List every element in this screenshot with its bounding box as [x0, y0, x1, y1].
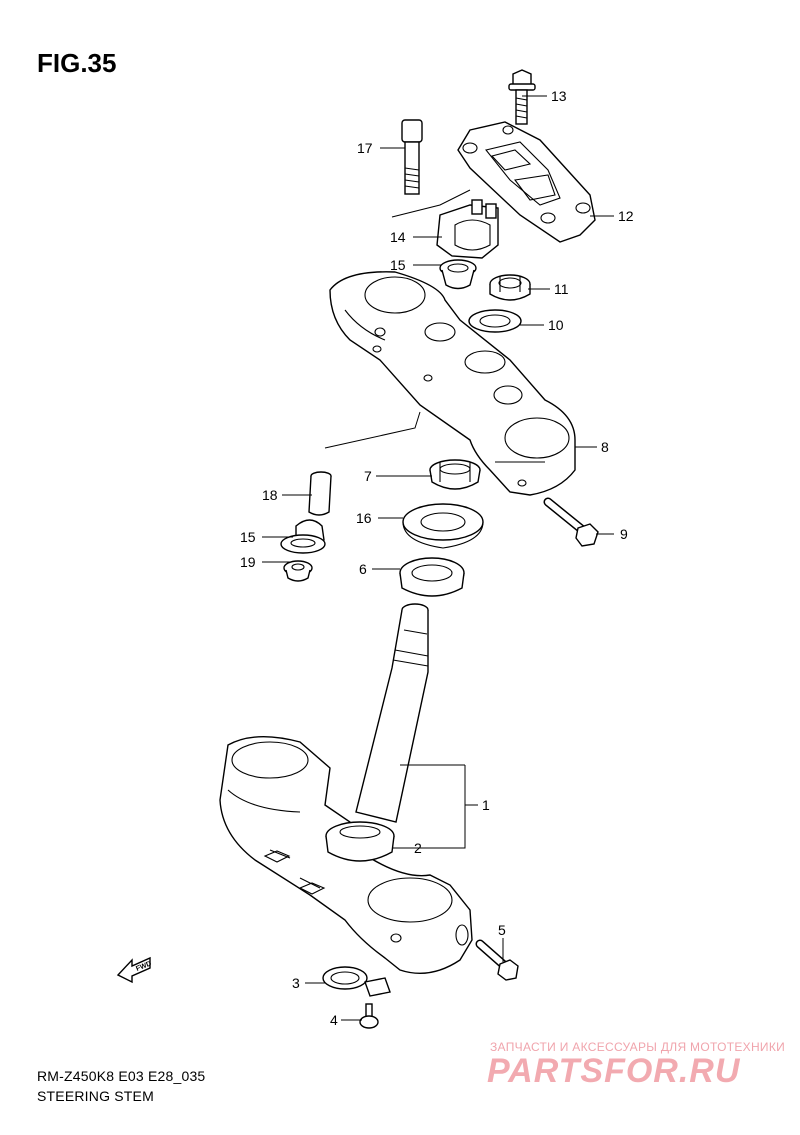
watermark-tagline: ЗАПЧАСТИ И АКСЕССУАРЫ ДЛЯ МОТОТЕХНИКИ — [490, 1040, 786, 1054]
fwd-arrow-icon: FWD — [116, 956, 153, 984]
part-15-bushing-lower — [280, 519, 326, 554]
callout-11: 11 — [554, 281, 569, 297]
part-16-dust-seal — [402, 503, 484, 549]
callout-labels: 13 17 12 14 15 11 10 8 7 18 16 9 15 19 6… — [240, 88, 634, 1028]
callout-16: 16 — [356, 510, 372, 526]
callout-19: 19 — [240, 554, 256, 570]
leader-lines — [262, 95, 614, 1021]
part-6-bearing — [399, 557, 465, 597]
part-1-steering-stem — [219, 603, 473, 975]
part-5-pinch-bolt — [475, 939, 519, 981]
part-14-lower-clamp — [436, 199, 499, 259]
callout-1: 1 — [482, 797, 490, 813]
callout-8: 8 — [601, 439, 609, 455]
part-10-washer — [468, 309, 522, 333]
part-4-screw — [359, 1003, 379, 1029]
watermark-logo: PARTSFOR.RU — [487, 1052, 741, 1090]
callout-6: 6 — [359, 561, 367, 577]
callout-7: 7 — [364, 468, 372, 484]
part-9-pinch-bolt — [543, 497, 599, 547]
figure-title: FIG.35 — [37, 48, 117, 78]
callout-17: 17 — [357, 140, 373, 156]
section-name: STEERING STEM — [37, 1088, 154, 1104]
part-7-adjusting-nut — [429, 459, 481, 490]
callout-10: 10 — [548, 317, 564, 333]
callout-2: 2 — [414, 840, 422, 856]
part-19-collar — [283, 560, 313, 582]
callout-18: 18 — [262, 487, 278, 503]
part-13-bolt — [508, 69, 536, 125]
callout-13: 13 — [551, 88, 567, 104]
part-18-sleeve — [308, 471, 332, 516]
model-code: RM-Z450K8 E03 E28_035 — [37, 1068, 206, 1084]
callout-5: 5 — [498, 922, 506, 938]
callout-3: 3 — [292, 975, 300, 991]
callout-4: 4 — [330, 1012, 338, 1028]
part-12-handlebar-clamp — [457, 121, 596, 243]
part-11-stem-nut — [489, 274, 531, 301]
part-3-hose-clamp — [322, 966, 391, 997]
callout-14: 14 — [390, 229, 406, 245]
callout-9: 9 — [620, 526, 628, 542]
callout-15-lower: 15 — [240, 529, 256, 545]
part-2-lower-bearing — [325, 821, 395, 862]
part-8-upper-bracket — [329, 271, 576, 496]
part-15-bushing-upper — [439, 259, 477, 290]
part-17-bolt — [401, 119, 423, 195]
callout-12: 12 — [618, 208, 634, 224]
callout-15-upper: 15 — [390, 257, 406, 273]
